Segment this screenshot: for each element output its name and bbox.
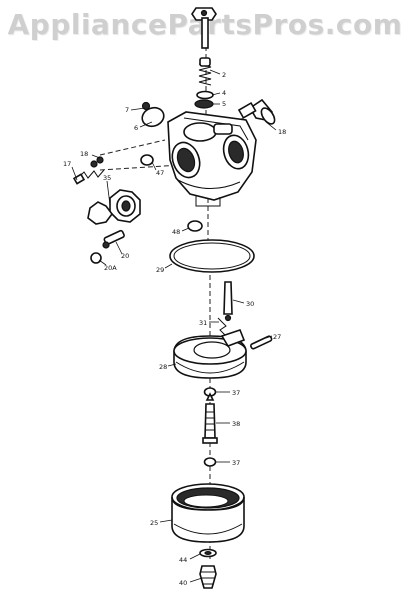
callout-47: 47 bbox=[156, 169, 164, 177]
callout-17: 17 bbox=[63, 160, 71, 168]
callout-48: 48 bbox=[172, 228, 180, 236]
callout-6: 6 bbox=[134, 124, 138, 132]
callout-5: 5 bbox=[222, 100, 226, 108]
washer-part bbox=[196, 90, 214, 100]
callout-2: 2 bbox=[222, 71, 226, 79]
callout-18-right: 18 bbox=[278, 128, 286, 136]
choke-shaft-lever bbox=[191, 7, 217, 49]
callout-4: 4 bbox=[222, 89, 226, 97]
callout-37-upper: 37 bbox=[232, 389, 240, 397]
main-jet-part bbox=[202, 392, 218, 444]
callout-leaders bbox=[71, 69, 277, 583]
pin-part bbox=[102, 229, 125, 249]
callout-25: 25 bbox=[150, 519, 158, 527]
float-part bbox=[173, 329, 247, 379]
callout-7: 7 bbox=[125, 106, 129, 114]
bowl-washer-part bbox=[199, 548, 217, 558]
primer-diaphragm-part bbox=[87, 189, 141, 225]
callout-38: 38 bbox=[232, 420, 240, 428]
callout-37-lower: 37 bbox=[232, 459, 240, 467]
bowl-nut-part bbox=[199, 565, 217, 589]
callout-29: 29 bbox=[156, 266, 164, 274]
callout-30: 30 bbox=[246, 300, 254, 308]
cap-part bbox=[90, 252, 102, 264]
fuel-inlet-fitting bbox=[237, 98, 276, 125]
throttle-plate-part bbox=[141, 101, 165, 128]
bowl-gasket-part bbox=[169, 239, 255, 273]
small-o-ring-part bbox=[187, 220, 203, 232]
lower-o-ring-part bbox=[203, 457, 217, 467]
callout-44: 44 bbox=[179, 556, 187, 564]
callout-28: 28 bbox=[159, 363, 167, 371]
callout-35: 35 bbox=[103, 174, 111, 182]
seal-part bbox=[194, 99, 214, 109]
callout-20: 20 bbox=[121, 252, 129, 260]
spring-part bbox=[198, 57, 212, 86]
callout-27: 27 bbox=[273, 333, 281, 341]
callout-18-left: 18 bbox=[80, 150, 88, 158]
callout-31: 31 bbox=[199, 319, 207, 327]
float-needle-part bbox=[223, 281, 233, 322]
callout-40: 40 bbox=[179, 579, 187, 587]
callout-20a: 20A bbox=[104, 264, 117, 272]
carburetor-body bbox=[167, 111, 257, 207]
needle-clip-part bbox=[217, 317, 229, 339]
o-ring-part bbox=[140, 154, 154, 166]
callout-labels: 2 4 5 6 7 18 18 17 47 35 20 20A 48 29 30… bbox=[63, 71, 286, 587]
idle-screw-assembly bbox=[72, 156, 105, 185]
float-bowl-part bbox=[171, 483, 245, 543]
float-pin-part bbox=[250, 335, 273, 350]
